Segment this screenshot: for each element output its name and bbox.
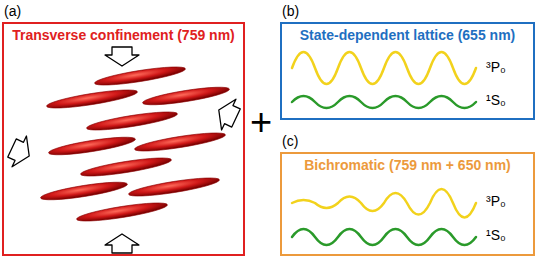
lattice-waves — [292, 52, 476, 245]
panel-label: (a) — [4, 3, 21, 19]
state-label: ³P₀ — [486, 194, 506, 208]
atom-tubes — [40, 63, 231, 224]
compression-arrows — [5, 47, 243, 253]
plus-sign: + — [250, 103, 272, 141]
state-label: ¹S₀ — [486, 228, 506, 242]
panel-box: (a)Transverse confinement (759 nm) — [2, 22, 245, 256]
panel-label: (c) — [282, 133, 298, 149]
panel-label: (b) — [282, 3, 299, 19]
panel-title: State-dependent lattice (655 nm) — [300, 27, 516, 43]
panel-title: Transverse confinement (759 nm) — [12, 27, 235, 43]
state-label: ³P₀ — [486, 60, 506, 74]
panel-title: Bichromatic (759 nm + 650 nm) — [304, 157, 511, 173]
state-label: ¹S₀ — [486, 93, 506, 107]
